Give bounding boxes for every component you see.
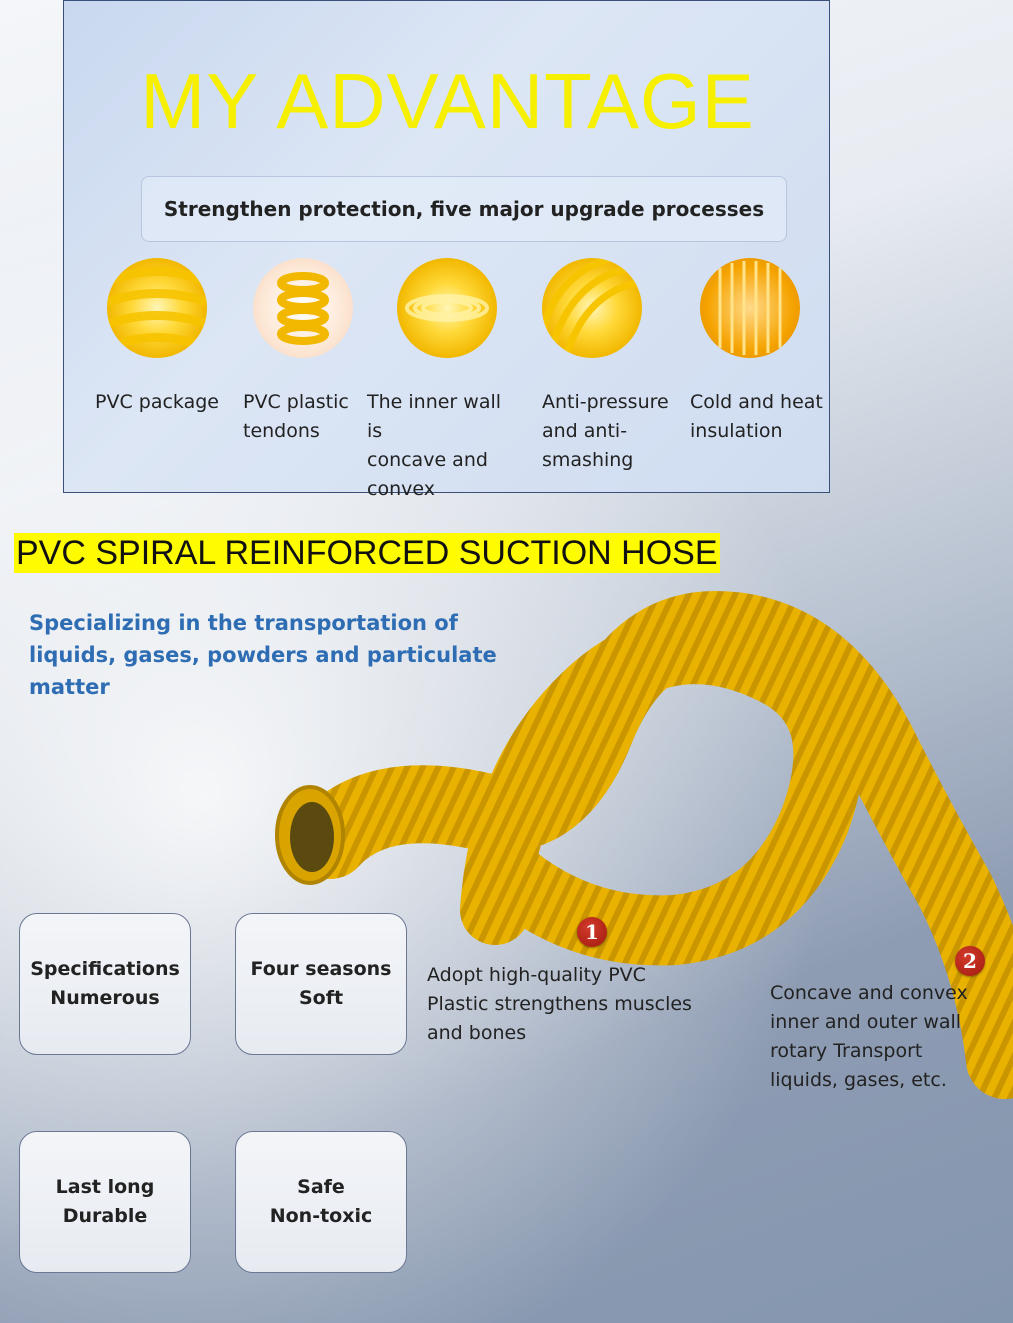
feature-card-durable: Last long Durable — [19, 1131, 191, 1273]
suction-hose-image — [275, 590, 1013, 1099]
card-text: Four seasons Soft — [250, 958, 392, 1009]
feature-card-four-seasons: Four seasons Soft — [235, 913, 407, 1055]
inner-wall-image — [397, 258, 497, 358]
card-text: Specifications Numerous — [30, 958, 180, 1009]
subtitle-box: Strengthen protection, five major upgrad… — [141, 176, 787, 242]
feature-insulation: Cold and heat insulation — [690, 258, 830, 446]
spiral-tendon-image — [253, 258, 353, 358]
feature-card-specifications: Specifications Numerous — [19, 913, 191, 1055]
feature-label: PVC plastic tendons — [243, 391, 349, 442]
bent-hose-image — [542, 258, 642, 358]
product-title: PVC SPIRAL REINFORCED SUCTION HOSE — [14, 533, 720, 573]
advantage-title: MY ADVANTAGE — [140, 57, 755, 145]
feature-label: Anti-pressure and anti- smashing — [542, 391, 669, 471]
card-text: Last long Durable — [55, 1176, 155, 1227]
feature-card-safe: Safe Non-toxic — [235, 1131, 407, 1273]
feature-label: PVC package — [95, 391, 219, 413]
callout-text-2: Concave and convex inner and outer wall … — [770, 982, 968, 1091]
card-text: Safe Non-toxic — [269, 1176, 373, 1227]
hose-ribs-image — [700, 258, 800, 358]
feature-label: The inner wall is concave and convex — [367, 391, 502, 500]
callout-text-1: Adopt high-quality PVC Plastic strengthe… — [427, 964, 692, 1044]
callout-marker-1: 1 — [577, 917, 607, 947]
feature-inner-wall: The inner wall is concave and convex — [367, 258, 507, 504]
product-description: Specializing in the transportation of li… — [29, 611, 497, 699]
feature-pvc-plastic-tendons: PVC plastic tendons — [243, 258, 383, 446]
feature-label: Cold and heat insulation — [690, 391, 823, 442]
feature-anti-pressure: Anti-pressure and anti- smashing — [542, 258, 682, 475]
feature-pvc-package: PVC package — [95, 258, 235, 417]
advantage-panel: MY ADVANTAGE Strengthen protection, five… — [63, 0, 830, 493]
hose-closeup-image — [107, 258, 207, 358]
callout-marker-2: 2 — [955, 946, 985, 976]
advantage-subtitle: Strengthen protection, five major upgrad… — [163, 197, 765, 221]
